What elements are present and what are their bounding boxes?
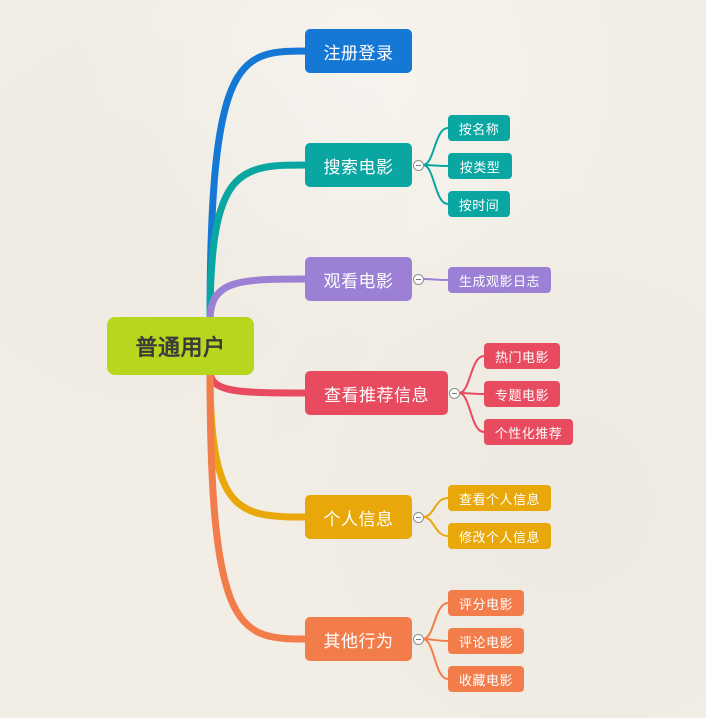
leaf-popular-movies[interactable]: 热门电影	[484, 343, 560, 369]
branch-view-recommendations[interactable]: 查看推荐信息	[305, 371, 448, 415]
collapse-toggle-icon[interactable]	[413, 160, 424, 171]
leaf-comment-movie[interactable]: 评论电影	[448, 628, 524, 654]
leaf-edit-personal-info[interactable]: 修改个人信息	[448, 523, 551, 549]
root-node-ordinary-user[interactable]: 普通用户	[107, 317, 254, 375]
root-connector-line	[206, 161, 313, 325]
leaf-connector-line	[422, 127, 449, 166]
root-connector-line	[206, 275, 313, 325]
leaf-generate-viewing-log[interactable]: 生成观影日志	[448, 267, 551, 293]
branch-personal-info[interactable]: 个人信息	[305, 495, 412, 539]
leaf-connector-line	[422, 602, 449, 640]
leaf-view-personal-info[interactable]: 查看个人信息	[448, 485, 551, 511]
leaf-connector-line	[458, 355, 485, 394]
root-connector-line	[206, 47, 313, 325]
root-connector-line	[206, 367, 313, 643]
leaf-favorite-movie[interactable]: 收藏电影	[448, 666, 524, 692]
leaf-connector-line	[422, 497, 449, 518]
collapse-toggle-icon[interactable]	[413, 274, 424, 285]
collapse-toggle-icon[interactable]	[413, 634, 424, 645]
branch-search-movie[interactable]: 搜索电影	[305, 143, 412, 187]
leaf-rate-movie[interactable]: 评分电影	[448, 590, 524, 616]
branch-watch-movie[interactable]: 观看电影	[305, 257, 412, 301]
leaf-by-name[interactable]: 按名称	[448, 115, 510, 141]
collapse-toggle-icon[interactable]	[413, 512, 424, 523]
leaf-connector-line	[422, 516, 449, 537]
leaf-connector-line	[422, 164, 449, 205]
leaf-connector-line	[422, 638, 449, 680]
leaf-by-time[interactable]: 按时间	[448, 191, 510, 217]
leaf-connector-line	[458, 392, 485, 433]
leaf-personalized-recommendation[interactable]: 个性化推荐	[484, 419, 573, 445]
leaf-topic-movies[interactable]: 专题电影	[484, 381, 560, 407]
collapse-toggle-icon[interactable]	[449, 388, 460, 399]
leaf-by-type[interactable]: 按类型	[448, 153, 512, 179]
branch-other-actions[interactable]: 其他行为	[305, 617, 412, 661]
branch-register-login[interactable]: 注册登录	[305, 29, 412, 73]
leaf-connector-line	[422, 278, 449, 281]
